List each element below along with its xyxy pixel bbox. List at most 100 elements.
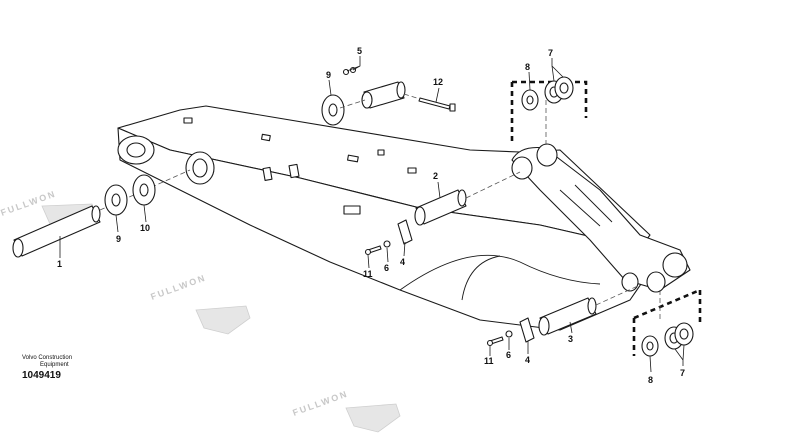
leader-7-top (551, 58, 564, 82)
part-top-pin (339, 81, 406, 109)
callout-8-bottom: 8 (648, 375, 653, 385)
part-11-bolt-low (486, 336, 504, 347)
callout-12: 12 (433, 77, 443, 87)
part-11-bolt-mid (364, 245, 382, 256)
callout-6-low: 6 (506, 350, 511, 360)
callout-11-mid: 11 (363, 269, 373, 279)
callout-3: 3 (568, 334, 573, 344)
leader-3 (569, 321, 573, 334)
lug-e (377, 149, 385, 156)
main-pivot-bore (192, 158, 208, 178)
watermark-text: FULLWON (149, 272, 207, 301)
watermark-3: FULLWON (291, 388, 401, 433)
callout-8-top: 8 (525, 62, 530, 72)
washer-6-mid (383, 240, 391, 248)
top-pin-end (361, 91, 373, 109)
lug-f (407, 167, 417, 174)
callout-10: 10 (140, 223, 150, 233)
pin-1-tip (91, 205, 101, 223)
front-link-web (559, 184, 613, 227)
watermark-text: FULLWON (291, 388, 349, 417)
pin-3-tip (587, 297, 597, 315)
front-link-bore-low (646, 271, 666, 293)
plate-4-low (519, 317, 535, 343)
shim-7-top-b-hole (559, 82, 569, 94)
caption-division: Equipment (40, 362, 69, 368)
watermark-2: FULLWON (149, 272, 251, 335)
leader-6-mid (386, 247, 389, 263)
front-link-bore-top (536, 143, 558, 167)
arm-lower-curve (399, 254, 601, 291)
arm-inner-curve (461, 255, 501, 301)
part-4-plate-low (519, 317, 535, 343)
drawing-caption: Volvo Construction Equipment 1049419 (22, 355, 112, 382)
callout-7-top: 7 (548, 48, 553, 58)
front-link-bore-mid (511, 156, 533, 180)
watermark-logo-icon (195, 305, 251, 335)
callout-9-left: 9 (116, 234, 121, 244)
shim-group-top (510, 76, 588, 148)
front-link-bore-end (662, 252, 688, 278)
lug-c (262, 166, 273, 181)
pin-3-end (538, 316, 550, 336)
bolt-11-mid-head (364, 248, 372, 256)
pin-1-end (12, 238, 24, 258)
leader-8-top (528, 71, 531, 91)
centerline-top (339, 99, 366, 109)
callout-7-bottom: 7 (680, 368, 685, 378)
part-4-plate-mid (397, 219, 413, 245)
bracket-top (510, 80, 588, 142)
leader-8-bottom (649, 355, 652, 373)
leader-10 (143, 204, 147, 223)
leader-12 (435, 87, 440, 103)
watermark-logo-icon (345, 403, 401, 433)
bolt-12-head (449, 103, 456, 112)
lug-h (183, 117, 193, 124)
bolt-11-low-head (486, 339, 494, 347)
callout-4-low: 4 (525, 355, 530, 365)
part-3-pin (538, 284, 641, 336)
lug-a (260, 133, 271, 142)
part-2-pin (414, 171, 521, 226)
callout-4-mid: 4 (400, 257, 405, 267)
callout-9-top: 9 (326, 70, 331, 80)
part-6-washer-mid (383, 240, 391, 248)
washer-6-low (505, 330, 513, 338)
part-10-washer (132, 174, 156, 206)
caption-company: Volvo Construction (22, 355, 73, 361)
top-pin-tip (396, 81, 406, 99)
shim-group-bottom (632, 288, 702, 357)
part-6-washer-low (505, 330, 513, 338)
leader-9-left (115, 214, 119, 233)
callout-2: 2 (433, 171, 438, 181)
nut-5-a (342, 68, 350, 76)
callouts: 1 2 3 4 4 5 6 6 7 7 8 8 9 9 10 11 11 12 (57, 46, 685, 385)
part-1-pin (12, 169, 191, 258)
washer-9-left-hole (111, 193, 121, 207)
leader-9-top (328, 79, 332, 96)
part-12-bolt (403, 93, 456, 112)
front-link-bore-side (621, 272, 639, 292)
shim-8-bottom-hole (646, 341, 654, 351)
callout-6-mid: 6 (384, 263, 389, 273)
caption-drawing-number: 1049419 (22, 370, 61, 381)
centerline-3 (595, 284, 641, 306)
callout-1: 1 (57, 259, 62, 269)
centerline-12 (403, 93, 421, 100)
bracket-bottom (632, 288, 702, 356)
washer-10-hole (139, 183, 149, 197)
leader-4-mid (403, 241, 406, 257)
shim-8-top-hole (526, 95, 534, 105)
callout-5: 5 (357, 46, 362, 56)
callout-11-low: 11 (484, 356, 494, 366)
part-9-washer-left (104, 184, 128, 216)
leader-lines (59, 56, 685, 373)
pin-2-tip (457, 189, 467, 207)
lug-g (343, 205, 361, 215)
part-9-washer-top (321, 94, 345, 126)
arm-body (117, 105, 691, 331)
leader-5 (346, 56, 361, 72)
leader-11-mid (367, 254, 370, 269)
leader-7-bottom (674, 344, 685, 366)
